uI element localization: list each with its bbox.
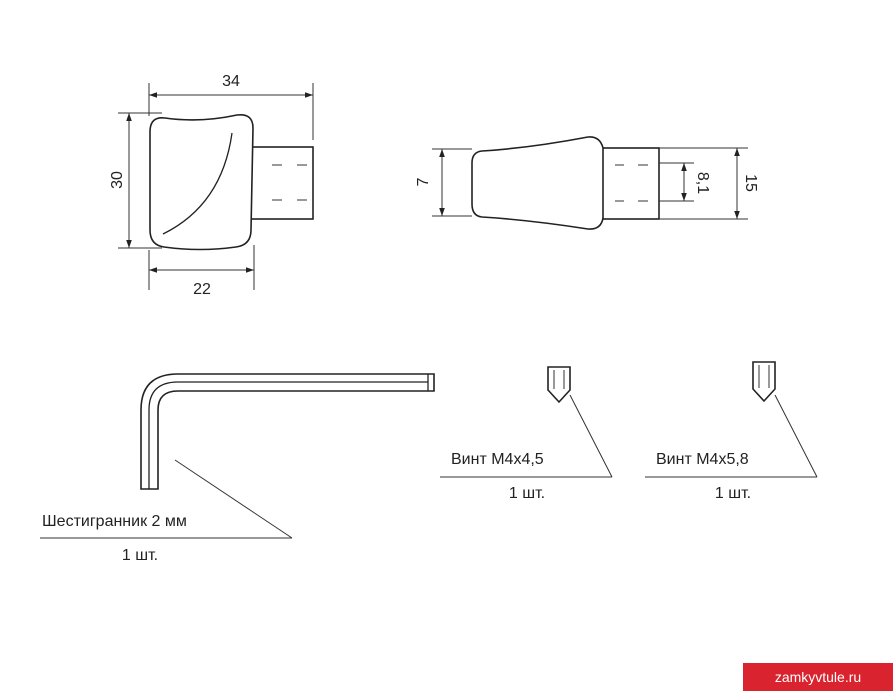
dim-knob-height: 30: [109, 171, 126, 189]
knob-curve: [162, 132, 233, 235]
screw-1-leader: [569, 394, 613, 478]
hex-key-leader: [174, 459, 293, 539]
screw-m4x5-8: Винт М4х5,8 1 шт.: [645, 361, 818, 502]
hex-key: Шестигранник 2 мм 1 шт.: [40, 373, 435, 564]
screw-2-qty: 1 шт.: [715, 485, 751, 502]
dim-shaft-length: 15: [742, 174, 759, 192]
knob-side-view: 7 8,1 15: [415, 136, 759, 230]
watermark-link[interactable]: zamkyvtule.ru: [743, 663, 893, 691]
screw-1-icon: [547, 366, 571, 404]
side-shaft: [601, 147, 660, 220]
side-body: [471, 136, 604, 230]
dim-total-width: 34: [222, 73, 240, 90]
screw-1-qty: 1 шт.: [509, 485, 545, 502]
dim-shaft-size: 8,1: [694, 172, 711, 194]
knob-front-view: 34 30 22: [109, 73, 314, 298]
dim-knob-thickness: 7: [415, 177, 432, 186]
screw-m4x4-5: Винт М4х4,5 1 шт.: [440, 366, 613, 502]
knob-body: [149, 113, 254, 251]
knob-shaft: [249, 146, 314, 220]
dim-knob-width: 22: [193, 281, 211, 298]
hex-key-label: Шестигранник 2 мм: [42, 513, 187, 530]
hex-key-outline: [140, 373, 435, 490]
screw-2-label: Винт М4х5,8: [656, 451, 749, 468]
screw-2-icon: [752, 361, 776, 403]
screw-2-leader: [774, 394, 818, 478]
hex-key-qty: 1 шт.: [122, 547, 158, 564]
screw-1-label: Винт М4х4,5: [451, 451, 544, 468]
